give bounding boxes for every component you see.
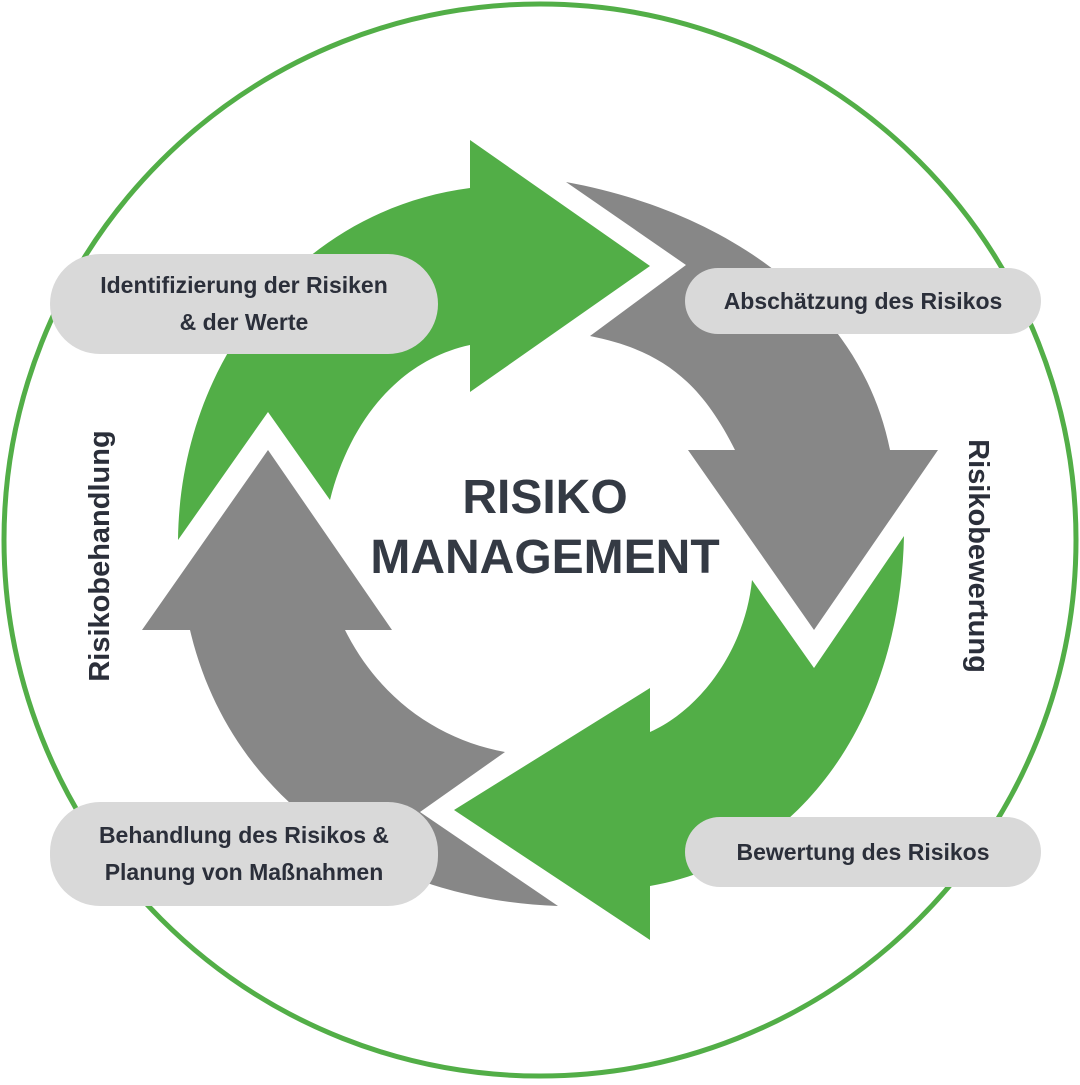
center-title-line2: MANAGEMENT — [370, 531, 720, 584]
phase-label-right: Risikobewertung — [962, 439, 994, 673]
arrow-bottom-right-green — [454, 536, 904, 940]
step-identify-pill: Identifizierung der Risiken & der Werte — [50, 254, 438, 354]
step-identify-line2: & der Werte — [179, 309, 309, 335]
step-assess-pill: Abschätzung des Risikos — [685, 268, 1041, 334]
arrow-top-right-gray — [566, 182, 938, 630]
phase-label-left: Risikobehandlung — [84, 430, 116, 682]
center-title: RISIKO MANAGEMENT — [330, 468, 760, 588]
step-identify-line1: Identifizierung der Risiken — [100, 272, 388, 298]
arrow-bottom-left-gray — [142, 450, 558, 906]
step-treat-pill: Behandlung des Risikos & Planung von Maß… — [50, 802, 438, 906]
step-evaluate-line1: Bewertung des Risikos — [736, 838, 990, 865]
step-treat-line1: Behandlung des Risikos & — [98, 822, 390, 848]
step-assess-line1: Abschätzung des Risikos — [723, 287, 1003, 314]
center-title-line1: RISIKO — [462, 471, 628, 524]
step-treat-line2: Planung von Maßnahmen — [104, 859, 384, 885]
step-evaluate-pill: Bewertung des Risikos — [685, 817, 1041, 887]
